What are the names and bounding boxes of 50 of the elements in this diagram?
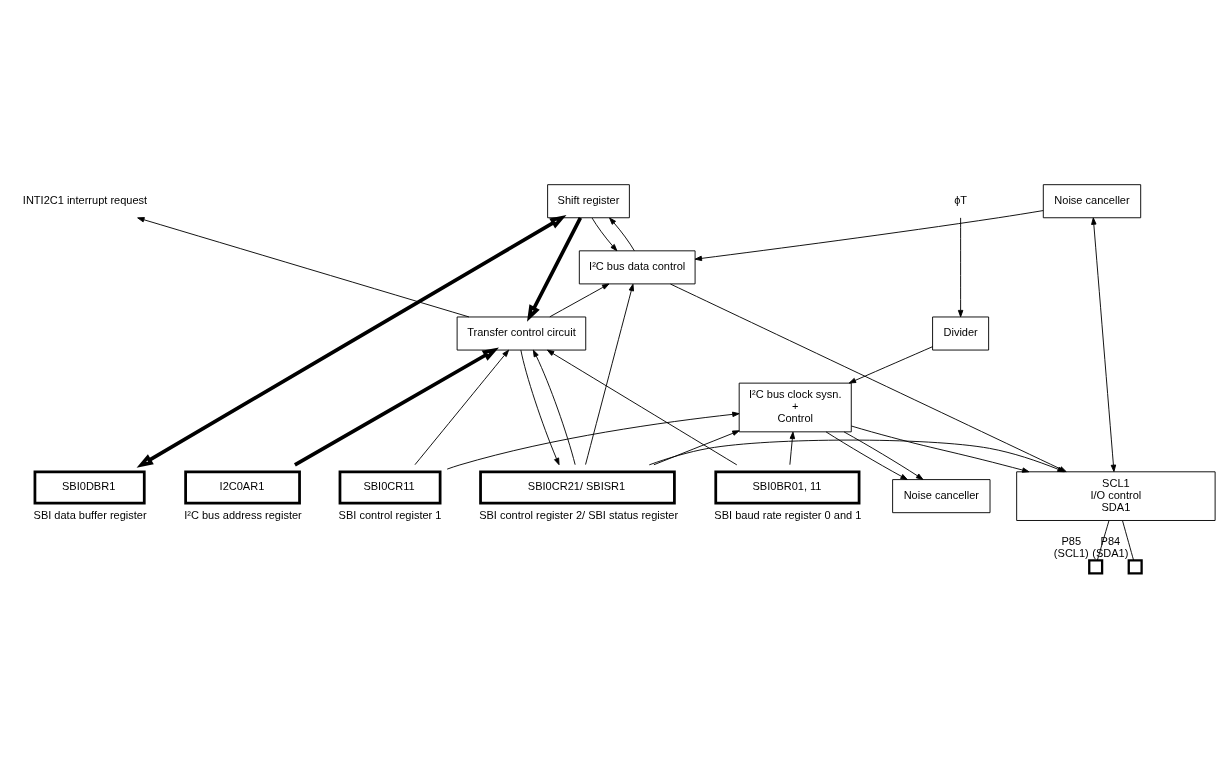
arrow (848, 346, 933, 384)
node-box (1088, 559, 1104, 575)
node-label: SBI control register 1 (338, 508, 442, 521)
node-box: Transfer control circuit (456, 316, 587, 351)
node-box: Noise canceller (1042, 184, 1142, 219)
arrow (137, 217, 470, 318)
node-box (1127, 559, 1143, 575)
arrow (532, 349, 576, 466)
node-label: P84 (1100, 535, 1121, 548)
arrow (957, 217, 964, 318)
arrow (446, 411, 740, 470)
node-label: P85 (1061, 535, 1082, 548)
node-box: SBI0CR11 (338, 470, 442, 505)
node-label: I²C bus address register (184, 508, 302, 521)
node-label: SBI data buffer register (33, 508, 147, 521)
arrow (549, 283, 610, 318)
arrow (850, 425, 1030, 473)
arrow (1091, 217, 1117, 472)
node-label: SBI control register 2/ SBI status register (479, 508, 679, 521)
arrow (585, 283, 634, 465)
node-text: ϕT (954, 194, 968, 207)
arrow (527, 217, 583, 322)
arrow (591, 217, 618, 252)
node-box: Noise canceller (892, 479, 991, 514)
arrow (546, 349, 738, 466)
node-box: I²C bus clock sysn. + Control (738, 382, 852, 433)
node-box: SBI0BR01, 11 (714, 470, 861, 505)
arrow (653, 430, 740, 466)
node-box: Divider (932, 316, 990, 351)
node-label: (SCL1) (1053, 547, 1089, 560)
arrow (843, 431, 924, 480)
node-box: I²C bus data control (578, 250, 696, 285)
arrow (789, 431, 796, 466)
connector (1122, 520, 1135, 561)
node-box: SBI0CR21/ SBISR1 (479, 470, 676, 505)
node-label: (SDA1) (1092, 547, 1129, 560)
connector (1096, 520, 1110, 561)
arrow (520, 349, 560, 466)
arrow (136, 215, 567, 468)
arrow (694, 210, 1044, 262)
arrow (825, 431, 908, 480)
node-text: INTI2C1 interrupt request (22, 194, 148, 207)
node-box: I2C0AR1 (184, 470, 301, 505)
node-label: SBI baud rate register 0 and 1 (714, 508, 862, 521)
node-box: SCL1 I/O control SDA1 (1016, 471, 1216, 521)
node-box: Shift register (547, 184, 630, 219)
arrow (294, 347, 499, 467)
arrow (609, 217, 635, 252)
node-box: SBI0DBR1 (33, 470, 146, 505)
arrow (414, 349, 510, 466)
